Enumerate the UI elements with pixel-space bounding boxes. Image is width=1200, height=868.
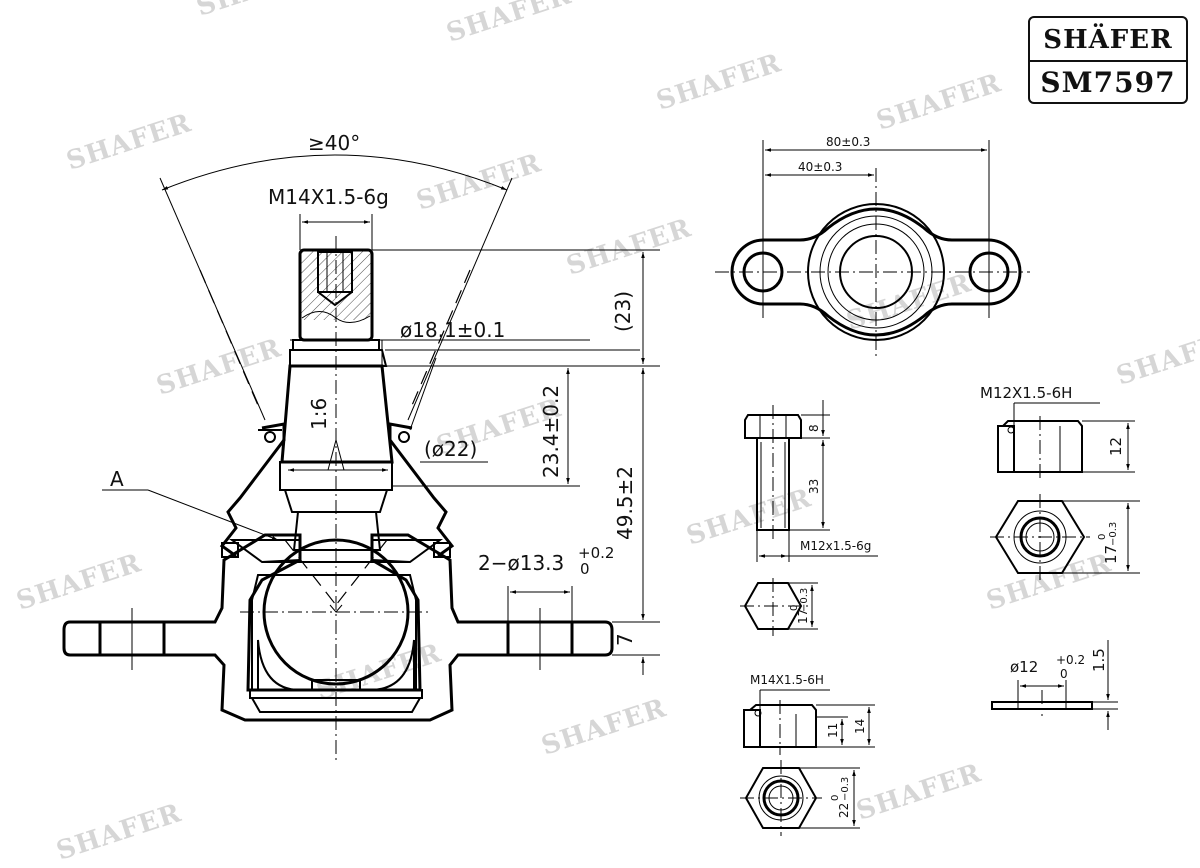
washer-id-label: ø12 xyxy=(1010,658,1038,676)
nut-m14-af-label: 22 xyxy=(837,803,851,818)
hole-spacing-total-label: 80±0.3 xyxy=(826,135,870,149)
bolt-shank-length-label: 33 xyxy=(807,479,821,494)
bolt-head-height-label: 8 xyxy=(807,424,821,432)
bolt-af-tol-lower: −0.3 xyxy=(799,588,810,612)
hole-tol-upper: +0.2 xyxy=(578,544,614,562)
taper-diameter-label: (ø22) xyxy=(424,437,477,461)
washer-view: ø12 +0.2 0 1.5 xyxy=(991,640,1118,730)
bolt-view: 8 33 M12x1.5-6g 17 0 −0.3 xyxy=(740,400,878,636)
flange-thickness-label: 7 xyxy=(613,633,637,646)
hole-diameter-label: 2−ø13.3 xyxy=(478,551,564,575)
hole-tol-lower: 0 xyxy=(580,560,590,578)
brand-name: SHÄFER xyxy=(1030,18,1186,62)
nut-m12-af-tol-upper: 0 xyxy=(1097,534,1108,540)
nut-m12-height-label: 12 xyxy=(1107,437,1125,456)
shank-diameter-label: ø18.1±0.1 xyxy=(400,318,505,342)
washer-thickness-label: 1.5 xyxy=(1090,648,1108,672)
bolt-af-label: 17 xyxy=(796,609,810,624)
bolt-af-tol-upper: 0 xyxy=(789,605,800,611)
detail-callout-a: A xyxy=(110,467,124,491)
nut-m12-af-label: 17 xyxy=(1102,545,1120,564)
taper-ratio-label: 1:6 xyxy=(307,398,331,430)
bolt-thread-label: M12x1.5-6g xyxy=(800,539,871,553)
taper-length-label: 23.4±0.2 xyxy=(539,385,563,478)
nut-m14-hex-height-label: 11 xyxy=(826,723,840,738)
thread-length-label: (23) xyxy=(611,291,635,332)
overall-height-label: 49.5±2 xyxy=(613,466,637,540)
washer-id-tol-lower: 0 xyxy=(1060,667,1068,681)
main-section-view: A ≥40° M14X1.5-6g xyxy=(62,131,660,760)
washer-id-tol-upper: +0.2 xyxy=(1056,653,1085,667)
thread-label: M14X1.5-6g xyxy=(268,185,389,209)
nut-m14-thread-label: M14X1.5-6H xyxy=(750,673,824,687)
nut-m14-af-tol-upper: 0 xyxy=(830,795,841,801)
nut-m14-af-tol-lower: −0.3 xyxy=(840,777,851,801)
nut-m12-thread-label: M12X1.5-6H xyxy=(980,384,1072,402)
nut-m14-height-label: 14 xyxy=(853,719,867,734)
nut-m12-view: M12X1.5-6H 12 17 0 −0.3 xyxy=(980,384,1140,580)
nut-m12-af-tol-lower: −0.3 xyxy=(1108,522,1119,546)
hole-spacing-half-label: 40±0.3 xyxy=(798,160,842,174)
nut-m14-view: M14X1.5-6H 11 14 22 0 −0.3 xyxy=(740,673,875,836)
plan-view: 80±0.3 40±0.3 xyxy=(715,135,1030,360)
part-number: SM7597 xyxy=(1040,66,1176,99)
title-block: SHÄFER SM7597 xyxy=(1028,16,1188,104)
angle-label: ≥40° xyxy=(308,131,360,155)
